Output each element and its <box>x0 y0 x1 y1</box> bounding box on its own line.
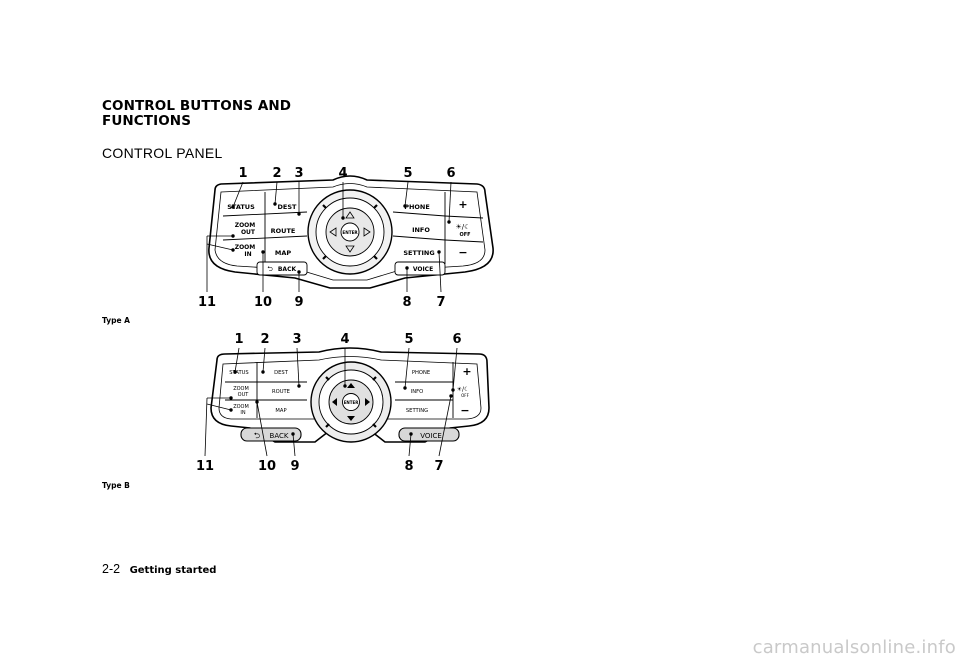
panel-a-bezel <box>208 175 494 289</box>
callout-a-11: 11 <box>198 295 216 310</box>
panel-b-zoom-in-label-2: IN <box>240 410 245 416</box>
callout-a-2: 2 <box>272 166 281 181</box>
callout-b-6: 6 <box>452 332 461 347</box>
panel-b-voice-label: VOICE <box>420 432 442 440</box>
callout-b-7: 7 <box>434 459 443 474</box>
panel-b-map-label: MAP <box>275 408 286 414</box>
panel-b-enter-label: ENTER <box>344 400 359 405</box>
panel-a-setting-label: SETTING <box>403 249 434 257</box>
callout-a-7: 7 <box>436 295 445 310</box>
callout-b-10: 10 <box>258 459 276 474</box>
panel-b-bezel <box>210 347 490 443</box>
section-subheading: CONTROL PANEL <box>102 145 223 161</box>
callout-b-3: 3 <box>292 332 301 347</box>
panel-b-dest-label: DEST <box>274 370 289 376</box>
callout-a-3: 3 <box>294 166 303 181</box>
caption-type-a: Type A <box>102 316 130 325</box>
panel-a-route-label: ROUTE <box>271 227 296 235</box>
section-heading-line-1: CONTROL BUTTONS AND <box>102 98 292 114</box>
panel-a-zoom-in-label-2: IN <box>244 251 251 258</box>
caption-type-b: Type B <box>102 481 130 490</box>
callout-b-9: 9 <box>290 459 299 474</box>
panel-b-down-arrow <box>347 416 355 421</box>
page-footer: 2-2 Getting started <box>102 562 216 576</box>
panel-b-route-label: ROUTE <box>272 389 290 395</box>
panel-a-status-label: STATUS <box>227 203 255 211</box>
callout-a-5: 5 <box>403 166 412 181</box>
panel-a-map-label: MAP <box>275 249 291 257</box>
panel-b-right-arrow <box>365 398 370 406</box>
panel-b-back-icon: ⮌ <box>254 431 260 440</box>
panel-a-dest-label: DEST <box>278 203 298 211</box>
panel-a-off-label: OFF <box>459 232 470 238</box>
panel-a-enter-label: ENTER <box>342 230 358 235</box>
panel-a-info-label: INFO <box>412 226 430 234</box>
panel-a-down-arrow <box>345 245 355 253</box>
section-heading-line-2: FUNCTIONS <box>102 113 192 129</box>
callout-b-2: 2 <box>260 332 269 347</box>
panel-b-sun-moon-icon: ☀/☾ <box>457 386 470 393</box>
callout-b-4: 4 <box>340 332 349 347</box>
panel-a-sun-moon-icon: ☀/☾ <box>456 223 471 231</box>
panel-a-plus-label: + <box>458 198 467 211</box>
callout-b-11: 11 <box>196 459 214 474</box>
panel-a-zoom-in-label-1: ZOOM <box>235 244 256 251</box>
control-panel-type-a: ENTER STATUS ZOOM OUT ZOOM IN DEST ROUTE… <box>198 166 494 310</box>
panel-b-back-label: BACK <box>270 432 289 440</box>
control-panel-type-b: ENTER STATUS ZOOM OUT ZOOM IN DEST ROUTE… <box>196 332 490 474</box>
panel-b-back-button <box>240 427 302 442</box>
panel-b-up-arrow <box>347 383 355 388</box>
watermark: carmanualsonline.info <box>752 637 956 658</box>
panel-b-zoom-out-label-2: OUT <box>238 392 250 398</box>
callout-b-8: 8 <box>404 459 413 474</box>
panel-a-voice-button <box>394 261 446 276</box>
callout-a-8: 8 <box>402 295 411 310</box>
panel-b-off-label: OFF <box>461 393 469 398</box>
page-number: 2-2 <box>102 562 121 576</box>
panel-b-left-arrow <box>332 398 337 406</box>
panel-a-left-arrow <box>329 227 337 237</box>
panel-a-back-label: BACK <box>278 266 297 273</box>
panel-a-right-arrow <box>363 227 371 237</box>
panel-b-info-label: INFO <box>411 389 423 395</box>
panel-a-enter-button <box>340 222 360 242</box>
footer-section-title: Getting started <box>129 565 217 576</box>
panel-b-setting-label: SETTING <box>406 408 428 414</box>
panel-a-back-button <box>256 261 308 276</box>
callout-a-6: 6 <box>446 166 455 181</box>
callout-b-1: 1 <box>234 332 243 347</box>
callout-a-1: 1 <box>238 166 247 181</box>
panel-b-zoom-in-label-1: ZOOM <box>233 404 249 410</box>
panel-a-voice-label: VOICE <box>413 266 433 273</box>
panel-a-back-icon: ⮌ <box>267 265 273 273</box>
callout-a-9: 9 <box>294 295 303 310</box>
callout-a-4: 4 <box>338 166 347 181</box>
panel-b-plus-label: + <box>462 365 471 378</box>
section-heading: CONTROL BUTTONS AND FUNCTIONS <box>102 99 291 129</box>
panel-a-zoom-out-label-1: ZOOM <box>235 222 256 229</box>
callout-a-10: 10 <box>254 295 272 310</box>
callout-b-5: 5 <box>404 332 413 347</box>
panel-b-zoom-out-label-1: ZOOM <box>233 386 249 392</box>
panel-a-up-arrow <box>345 211 355 219</box>
panel-b-phone-label: PHONE <box>412 370 430 376</box>
panel-b-status-label: STATUS <box>229 370 248 376</box>
panel-b-minus-label: − <box>460 404 469 417</box>
panel-a-phone-label: PHONE <box>404 203 430 211</box>
panel-a-zoom-out-label-2: OUT <box>241 229 256 236</box>
panel-a-minus-label: − <box>458 246 467 259</box>
panel-b-enter-button <box>342 393 360 411</box>
